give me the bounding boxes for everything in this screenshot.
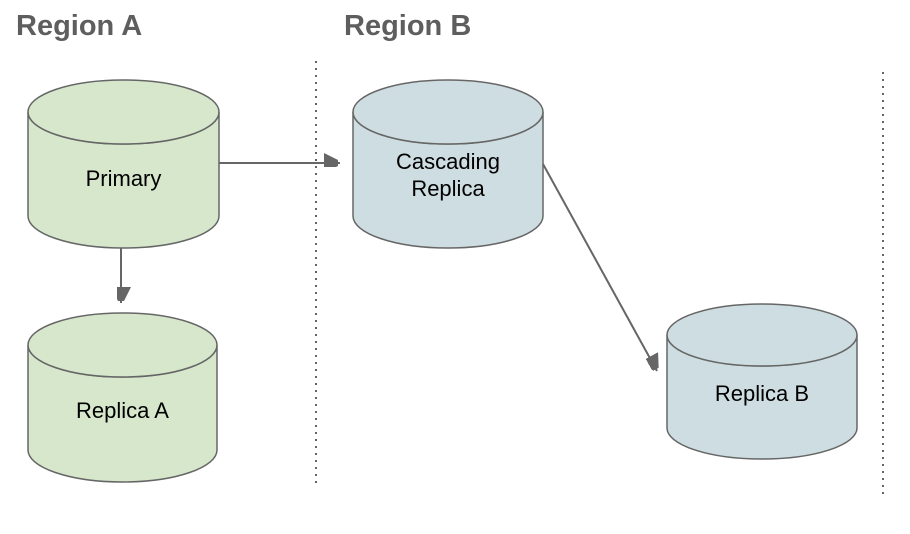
database-cylinder-top <box>27 312 218 378</box>
node-label-cascading-replica: Cascading Replica <box>396 149 500 201</box>
database-cylinder-top <box>666 303 858 367</box>
node-label-replica-a: Replica A <box>76 398 169 423</box>
node-replica-b <box>666 303 858 460</box>
node-primary <box>27 79 220 249</box>
node-replica-a <box>27 312 218 483</box>
region-a-title: Region A <box>16 10 143 42</box>
arrow-cascading-replica-to-replica-b <box>542 163 657 372</box>
node-label-replica-b: Replica B <box>714 381 810 406</box>
node-cascading-replica <box>352 79 544 249</box>
database-cylinder-top <box>352 79 544 145</box>
database-cylinder-top <box>27 79 220 145</box>
region-b-title: Region B <box>344 10 472 42</box>
node-label-primary: Primary <box>85 166 162 191</box>
